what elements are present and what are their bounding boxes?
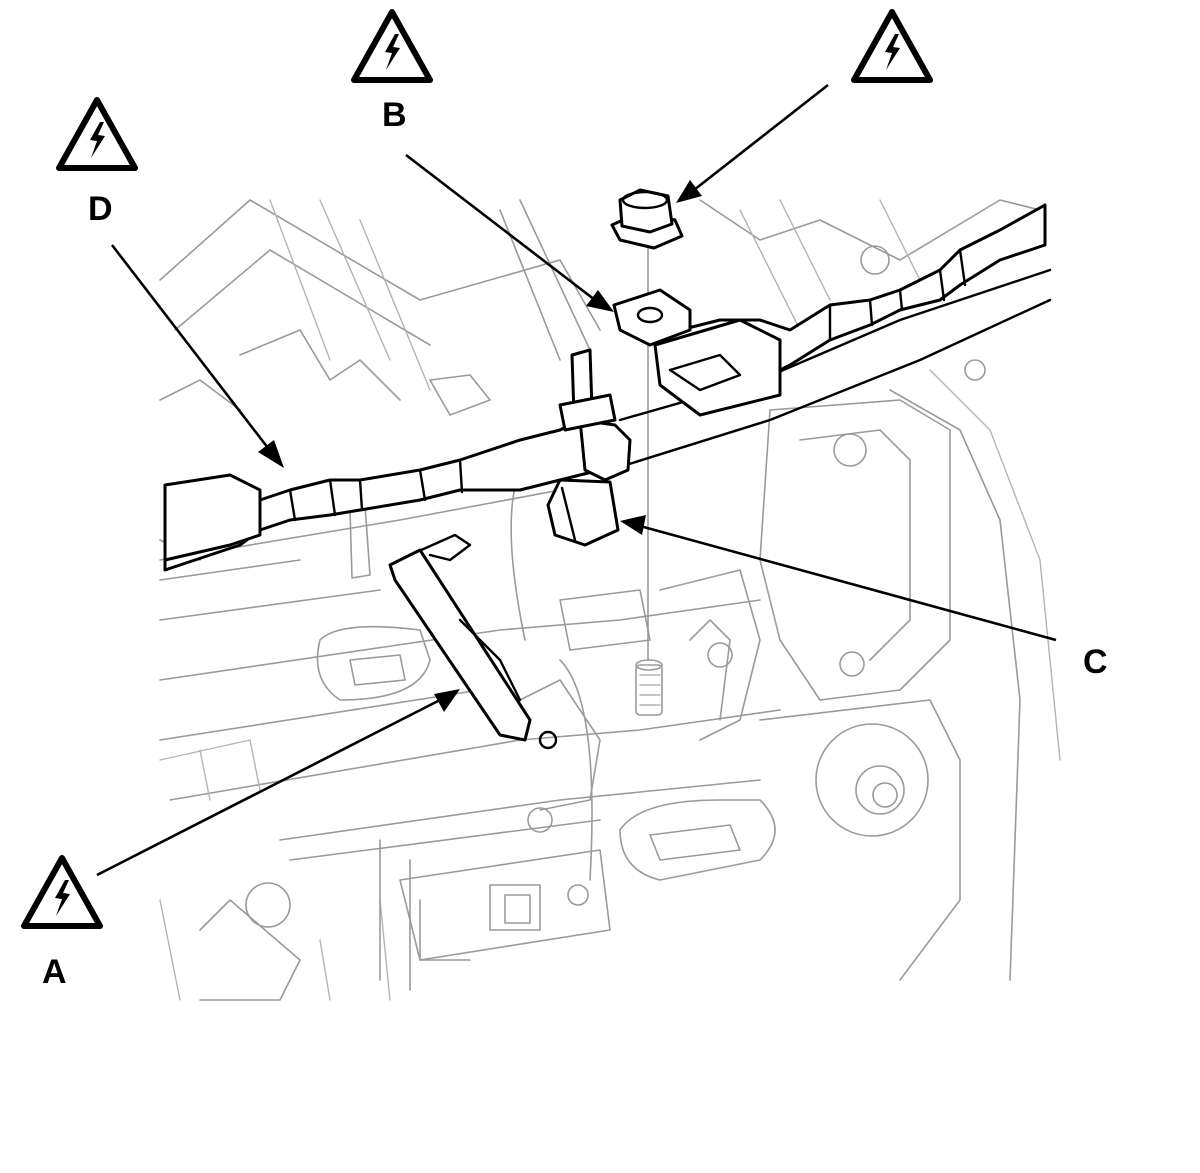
leader-lines: [96, 83, 1057, 877]
arrowhead-a: [434, 689, 460, 712]
arrowhead-b: [586, 290, 614, 312]
background-structure: [159, 199, 1061, 1001]
warning-icon-b: [354, 12, 430, 80]
leader-c: [639, 524, 1057, 642]
arrowhead-nut: [676, 180, 702, 203]
callout-label-a: A: [42, 953, 67, 991]
warning-icon-nut: [854, 12, 930, 80]
arrowhead-d: [258, 440, 284, 468]
warning-icon-a: [24, 858, 100, 926]
arrowhead-c: [620, 515, 646, 535]
callout-label-c: C: [1083, 643, 1108, 681]
harness-cable: [163, 188, 1052, 750]
leader-nut: [693, 83, 829, 192]
warning-icon-d: [59, 100, 135, 168]
callout-label-d: D: [88, 190, 113, 228]
leader-a: [96, 698, 441, 877]
leader-b: [405, 153, 596, 302]
leader-d: [110, 244, 270, 449]
callout-label-b: B: [382, 96, 407, 134]
